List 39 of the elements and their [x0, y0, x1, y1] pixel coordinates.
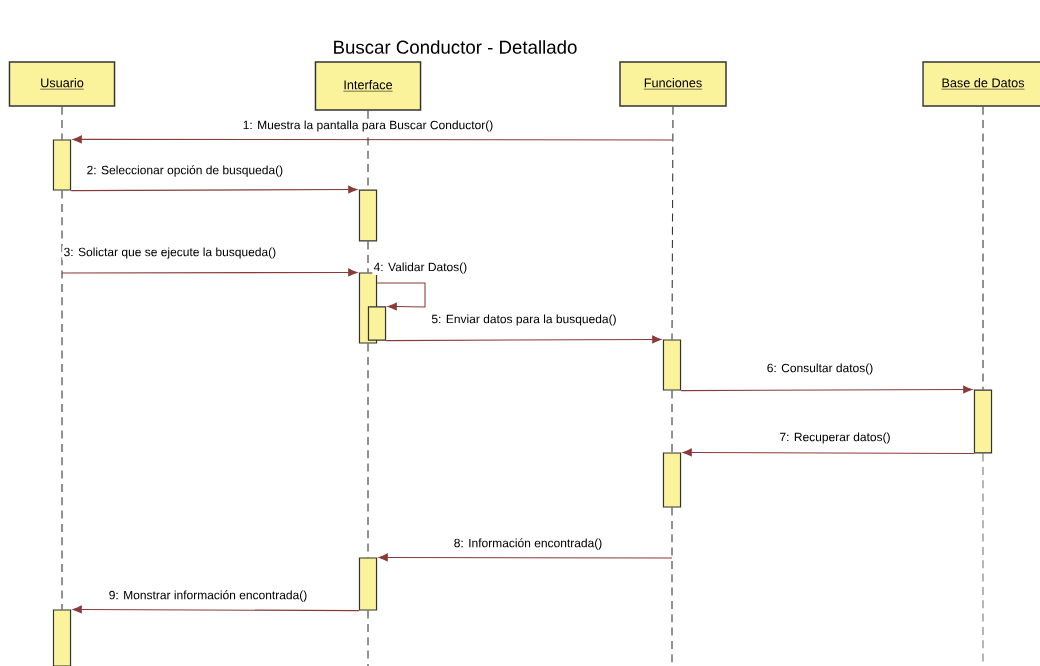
message-arrow — [70, 185, 358, 194]
message-label: 7: Recuperar datos() — [778, 431, 892, 445]
activation-bar — [662, 452, 682, 508]
message-arrow — [72, 605, 360, 614]
message-arrow — [680, 385, 973, 394]
message-arrow — [376, 282, 426, 311]
lifeline — [367, 241, 369, 273]
message-arrow — [385, 335, 662, 344]
lifeline — [671, 390, 673, 453]
message-label: 3: Solictar que se ejecute la busqueda() — [62, 246, 278, 260]
message-label: 1: Muestra la pantalla para Buscar Conductor() — [241, 119, 495, 133]
lifeline — [367, 610, 369, 666]
message-label: 8: Información encontrada() — [452, 537, 604, 551]
message-label: 9: Monstrar información encontrada() — [107, 589, 309, 603]
message-arrow — [61, 268, 358, 277]
activation-bar — [52, 139, 72, 191]
activation-bar — [662, 339, 682, 391]
activation-bar — [367, 306, 387, 341]
participant-box: Funciones — [619, 61, 727, 107]
lifeline — [367, 343, 369, 558]
lifeline — [671, 106, 674, 340]
lifeline — [61, 106, 63, 140]
activation-bar — [358, 189, 378, 242]
message-label: 2: Seleccionar opción de busqueda() — [85, 164, 285, 178]
participant-box: Interface — [314, 61, 422, 111]
message-arrow — [72, 135, 673, 144]
message-label: 5: Enviar datos para la busqueda() — [430, 313, 618, 327]
participant-box: Base de Datos — [922, 61, 1040, 107]
participant-box: Usuario — [8, 61, 116, 107]
title: Buscar Conductor - Detallado — [334, 40, 577, 54]
lifeline — [982, 106, 984, 390]
lifeline — [671, 507, 673, 666]
message-label: 6: Consultar datos() — [765, 362, 875, 376]
activation-bar — [973, 389, 993, 454]
message-label: 4: Validar Datos() — [372, 261, 469, 275]
activation-bar — [52, 609, 72, 666]
message-arrow — [378, 553, 673, 562]
message-arrow — [682, 448, 975, 457]
activation-bar — [358, 557, 378, 611]
